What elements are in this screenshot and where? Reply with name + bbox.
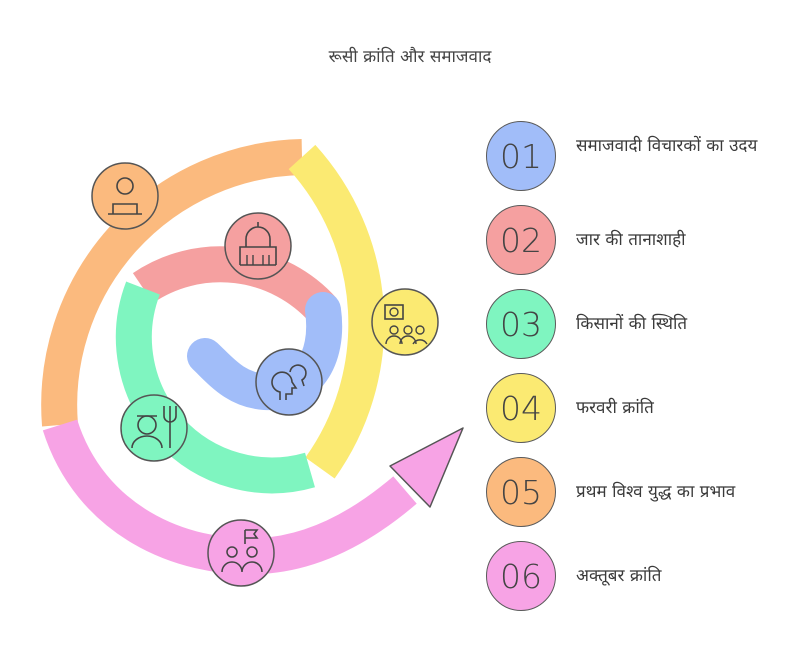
item-label-04: फरवरी क्रांति xyxy=(576,398,654,418)
number-badge-06: 06 xyxy=(486,541,556,611)
list-item-01: 01 समाजवादी विचारकों का उदय xyxy=(486,121,786,193)
item-label-01: समाजवादी विचारकों का उदय xyxy=(576,136,758,156)
segment-02-arc xyxy=(132,246,337,323)
protest-icon xyxy=(371,288,439,356)
item-label-03: किसानों की स्थिति xyxy=(576,314,688,334)
list-item-05: 05 प्रथम विश्व युद्ध का प्रभाव xyxy=(486,457,786,529)
list-item-04: 04 फरवरी क्रांति xyxy=(486,373,786,445)
thinker-icon xyxy=(91,162,159,230)
page-title: रूसी क्रांति और समाजवाद xyxy=(328,47,492,67)
number-badge-01: 01 xyxy=(486,121,556,191)
revolution-flag-icon xyxy=(207,519,275,587)
number-badge-04: 04 xyxy=(486,373,556,443)
list-item-06: 06 अक्तूबर क्रांति xyxy=(486,541,786,613)
number-badge-03: 03 xyxy=(486,289,556,359)
item-label-02: जार की तानाशाही xyxy=(576,230,686,250)
number-badge-05: 05 xyxy=(486,457,556,527)
segment-04-arc xyxy=(288,144,385,479)
farmer-icon xyxy=(120,394,188,462)
item-label-06: अक्तूबर क्रांति xyxy=(576,566,662,586)
palace-icon xyxy=(224,212,292,280)
war-icon xyxy=(255,348,323,416)
list-item-03: 03 किसानों की स्थिति xyxy=(486,289,786,361)
segment-06-arrowhead xyxy=(389,427,464,508)
item-label-05: प्रथम विश्व युद्ध का प्रभाव xyxy=(576,482,736,502)
list-item-02: 02 जार की तानाशाही xyxy=(486,205,786,277)
number-badge-02: 02 xyxy=(486,205,556,275)
segment-05-arc xyxy=(41,139,303,427)
